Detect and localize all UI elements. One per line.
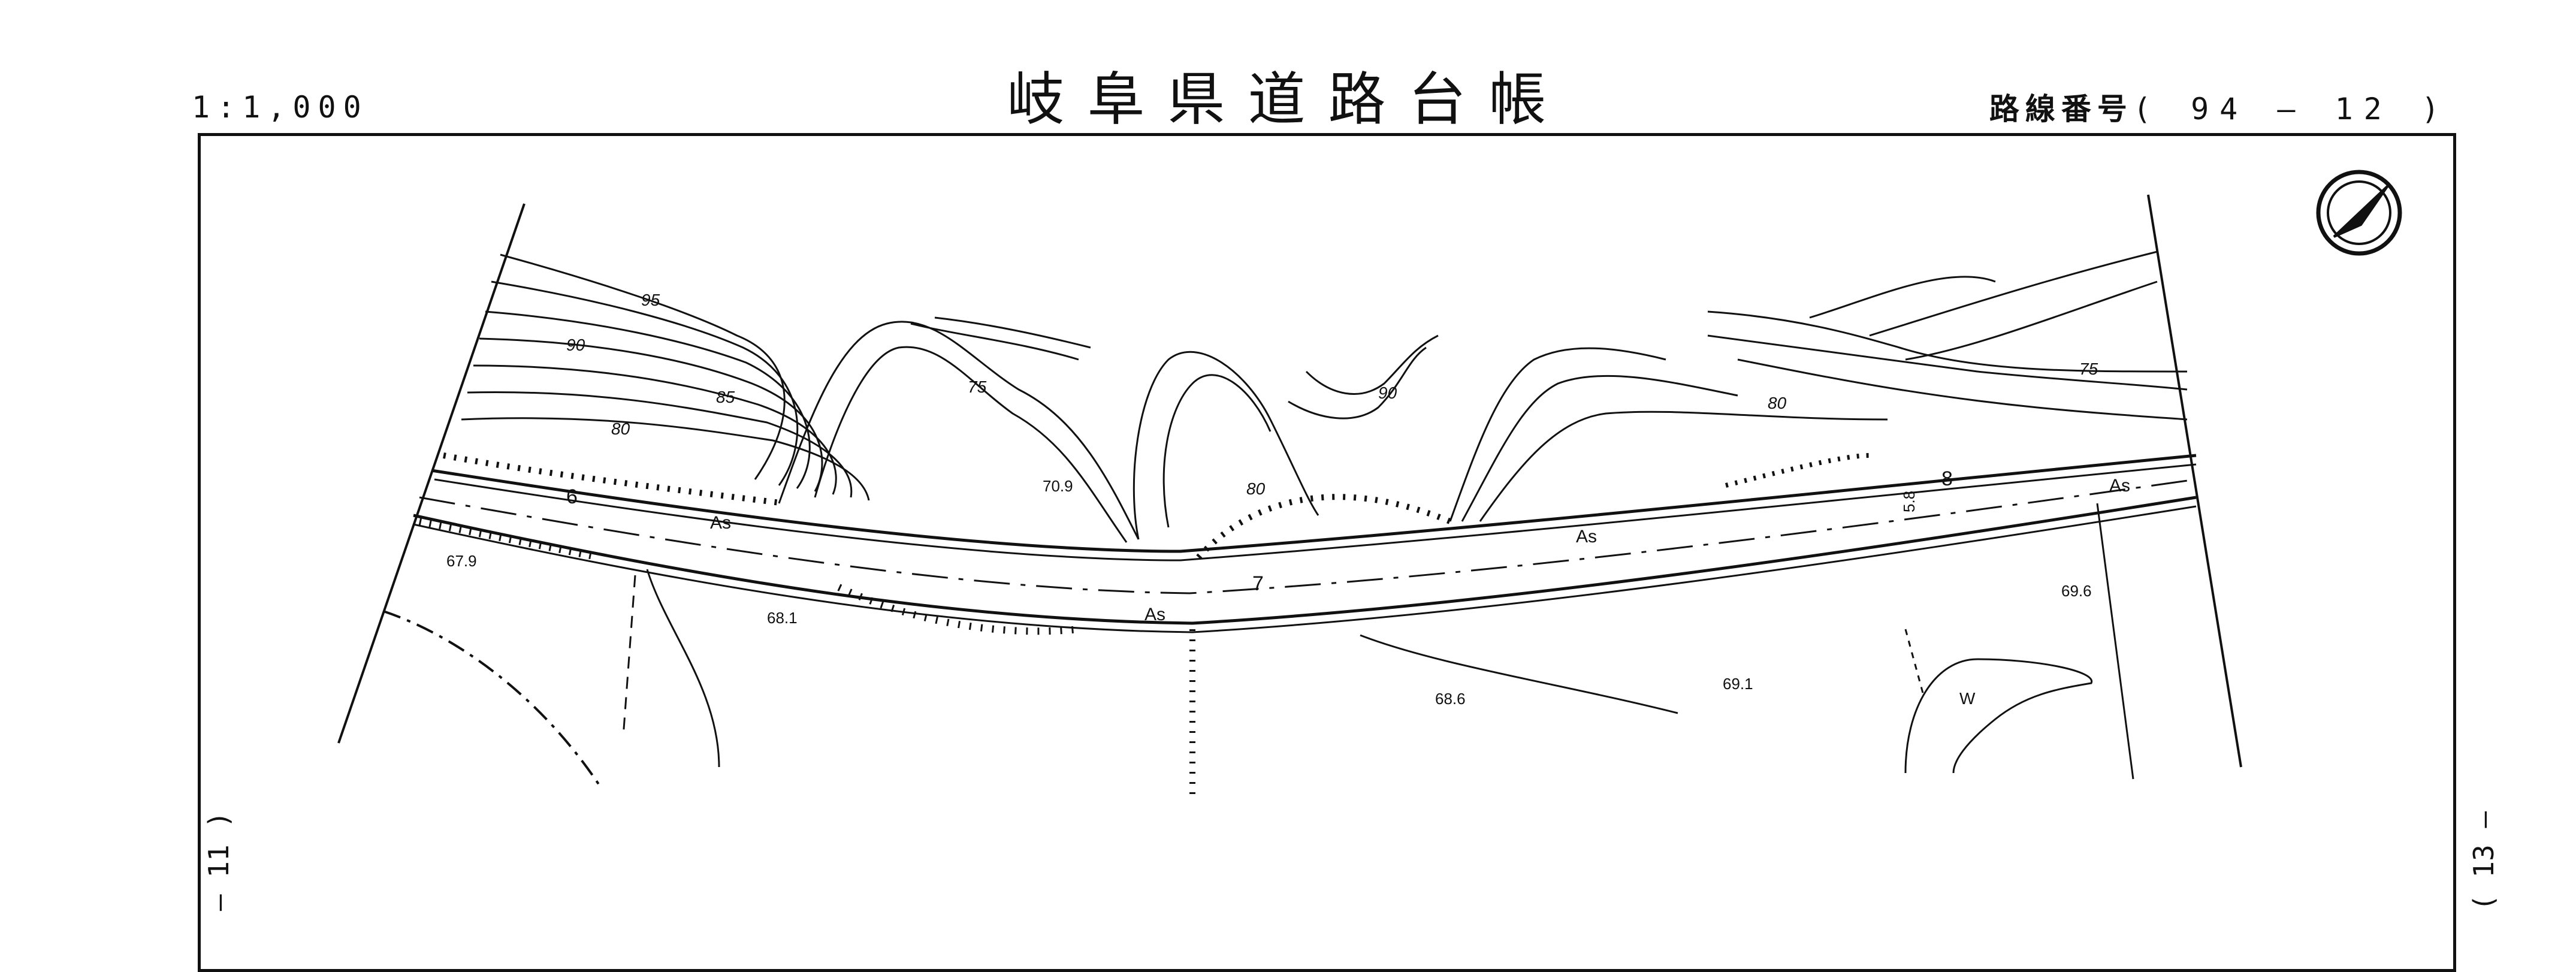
contour-lines xyxy=(461,250,2188,543)
slope-hatch-north-left xyxy=(443,452,786,506)
road-edge-north xyxy=(431,454,2197,553)
ditch-right xyxy=(1904,629,1925,696)
scale-label: 1:1,000 xyxy=(192,90,369,125)
road-edge-south xyxy=(413,496,2197,625)
surface-label: As xyxy=(710,513,731,533)
boundary-line-left xyxy=(383,610,600,786)
surface-label: As xyxy=(2109,476,2130,496)
ditch-left xyxy=(622,575,636,738)
surface-label: As xyxy=(1576,527,1597,547)
spot-height: 68.1 xyxy=(767,609,798,627)
contour-label: 80 xyxy=(1246,479,1266,498)
station-label: 7 xyxy=(1252,572,1264,595)
route-number: 路線番号( 94 — 12 ) xyxy=(1989,85,2450,128)
spot-height: 67.9 xyxy=(446,552,477,570)
contour-label: 90 xyxy=(566,336,585,354)
road-ledger-map: 6 7 8 5.8 As As As As 95 90 85 80 75 90 … xyxy=(337,170,2402,797)
slope-hatch-south-mid xyxy=(837,584,1079,635)
slope-hatch-north-right xyxy=(1725,453,1870,488)
contour-label: 95 xyxy=(641,291,660,309)
water-symbol: W xyxy=(1959,689,1976,708)
spot-height: 70.9 xyxy=(1043,477,1073,495)
spot-height: 69.1 xyxy=(1723,675,1753,693)
station-label: 6 xyxy=(566,485,578,508)
route-number-label: 路線番号 xyxy=(1989,92,2133,126)
sheet-edge-right xyxy=(2147,194,2242,768)
north-arrow-icon xyxy=(2316,170,2402,256)
map-annotations: 6 7 8 5.8 As As As As 95 90 85 80 75 90 … xyxy=(446,291,2130,708)
surface-label: As xyxy=(1144,605,1165,624)
route-number-value: ( 94 — 12 ) xyxy=(2133,92,2450,126)
contour-label: 75 xyxy=(968,378,987,396)
contour-label: 85 xyxy=(716,388,735,406)
width-note: 5.8 xyxy=(1900,491,1918,512)
road-edge-south-inner xyxy=(413,505,2197,633)
contour-label: 75 xyxy=(2079,360,2098,378)
contour-label: 80 xyxy=(1768,394,1787,412)
road-centerline xyxy=(419,478,2197,594)
map-title: 岐阜県道路台帳 xyxy=(1007,66,1569,133)
spot-height: 68.6 xyxy=(1435,690,1466,708)
path-left xyxy=(646,569,720,768)
field-edge-south xyxy=(1360,634,1678,714)
spot-height: 69.6 xyxy=(2061,582,2092,600)
sheet-edge-left xyxy=(337,203,526,744)
contour-label: 90 xyxy=(1378,384,1397,402)
contour-label: 80 xyxy=(611,419,630,438)
property-line-right xyxy=(2096,503,2134,780)
road-edge-north-inner xyxy=(434,463,2197,562)
station-label: 8 xyxy=(1941,467,1953,490)
water-outline xyxy=(1904,658,2093,774)
